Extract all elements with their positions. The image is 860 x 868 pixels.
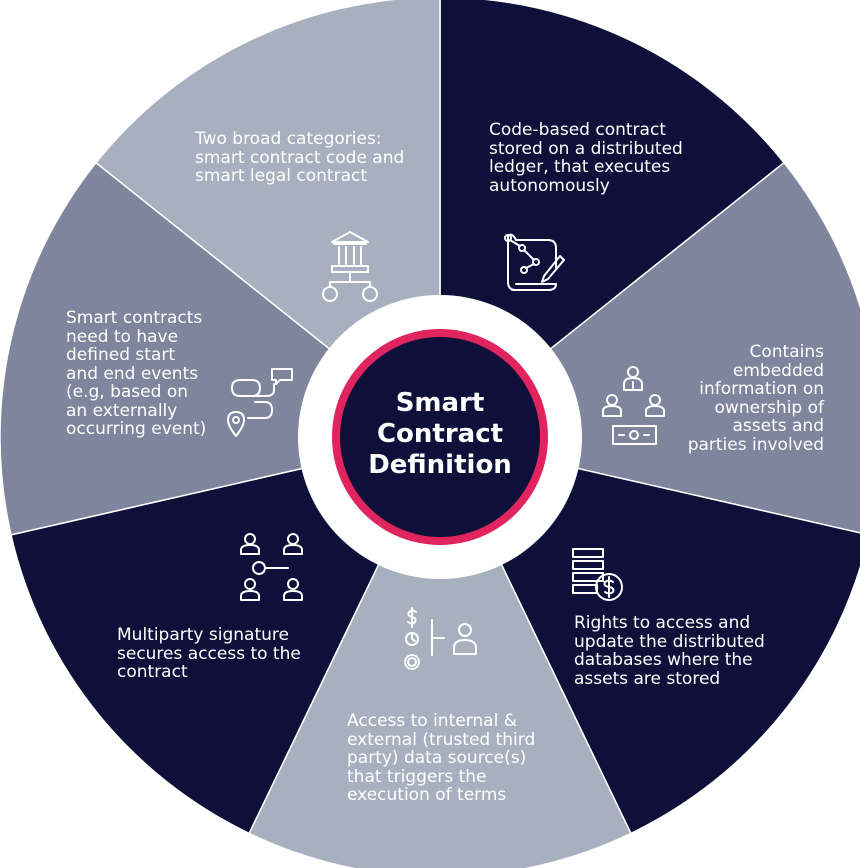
segment-start-end-events-text: Smart contracts need to have defined sta… bbox=[66, 308, 207, 439]
institution-hierarchy-icon bbox=[322, 231, 378, 302]
segment-embedded-info-text: Contains embedded information on ownersh… bbox=[687, 342, 824, 455]
wedge-multiparty bbox=[10, 435, 442, 835]
segment-data-sources-text: Access to internal & external (trusted t… bbox=[347, 711, 536, 805]
ownership-parties-icon bbox=[602, 366, 665, 445]
segment-multiparty-text: Multiparty signature secures access to t… bbox=[117, 625, 301, 682]
segment-categories-text: Two broad categories: smart contract cod… bbox=[195, 129, 405, 186]
wedge-rights-access bbox=[438, 435, 860, 835]
center-disc bbox=[340, 337, 540, 537]
multiparty-signature-icon bbox=[240, 533, 303, 601]
segment-code-based-text: Code-based contract stored on a distribu… bbox=[489, 120, 683, 196]
segment-rights-access-text: Rights to access and update the distribu… bbox=[574, 613, 765, 689]
center-title: Smart Contract Definition bbox=[368, 388, 512, 480]
data-source-icon bbox=[404, 607, 477, 670]
database-dollar-icon bbox=[572, 548, 623, 601]
route-location-icon bbox=[227, 368, 293, 437]
wedge-data-sources bbox=[248, 435, 632, 868]
contract-document-icon bbox=[504, 233, 565, 291]
